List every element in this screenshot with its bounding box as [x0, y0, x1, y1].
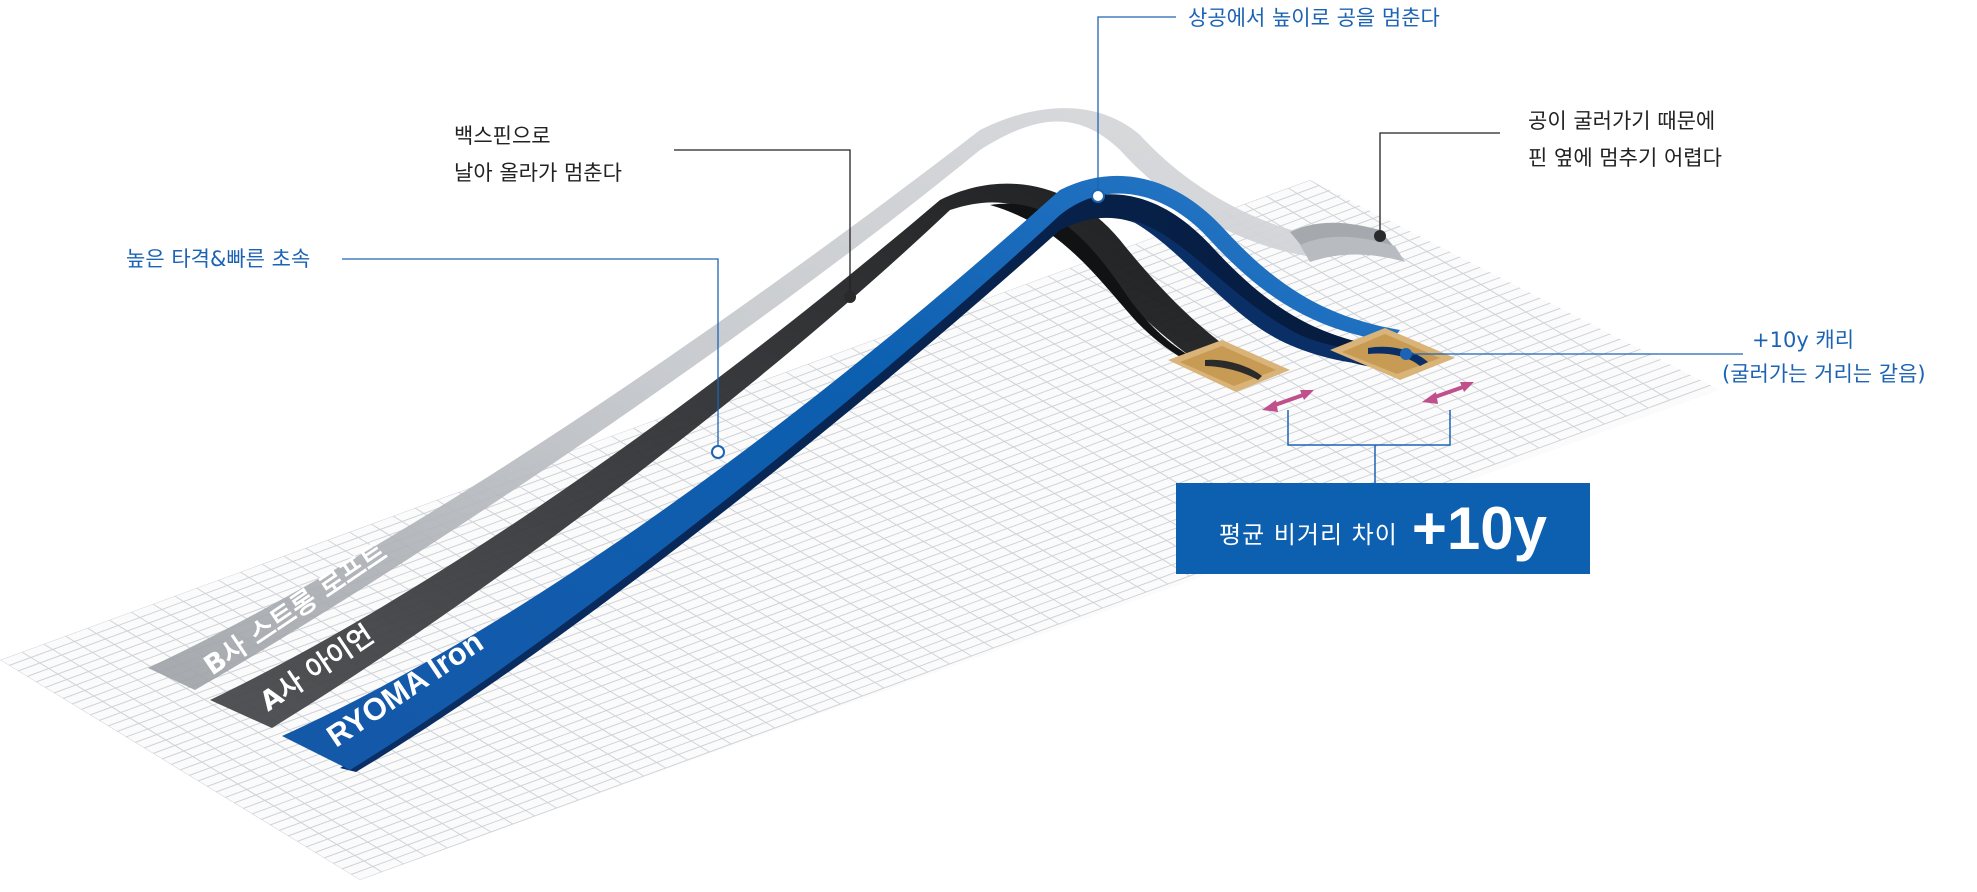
leader-backspin — [674, 149, 856, 303]
leader-stop-from-height — [1091, 16, 1176, 203]
annotation-roll-line1: 공이 굴러가기 때문에 — [1528, 109, 1716, 133]
carry-arrow-a — [1262, 390, 1314, 412]
landing-pad-a — [1168, 340, 1290, 392]
leader-carry — [1400, 348, 1743, 360]
leader-high-launch — [342, 258, 725, 459]
result-box: 평균 비거리 차이 +10y — [1176, 483, 1590, 574]
bracket-distance — [1287, 410, 1451, 483]
result-text: 평균 비거리 차이 — [1219, 521, 1398, 549]
annotation-roll-line2: 핀 옆에 멈추기 어렵다 — [1528, 146, 1722, 170]
trajectory-b-strong-loft — [148, 108, 1405, 690]
annotation-carry-line2: (굴러가는 거리는 같음) — [1722, 362, 1926, 386]
trajectory-a-company — [210, 183, 1245, 728]
carry-arrow-ryoma — [1422, 382, 1474, 404]
result-value: +10y — [1411, 495, 1547, 562]
annotation-high-launch: 높은 타격&빠른 초속 — [126, 247, 311, 271]
leader-roll — [1374, 132, 1500, 242]
annotation-stop-from-height: 상공에서 높이로 공을 멈춘다 — [1188, 6, 1440, 30]
annotation-carry-line1: +10y 캐리 — [1752, 328, 1855, 352]
annotation-backspin-line1: 백스핀으로 — [454, 124, 551, 148]
landing-pad-ryoma — [1330, 328, 1455, 380]
annotation-backspin-line2: 날아 올라가 멈춘다 — [454, 161, 622, 185]
